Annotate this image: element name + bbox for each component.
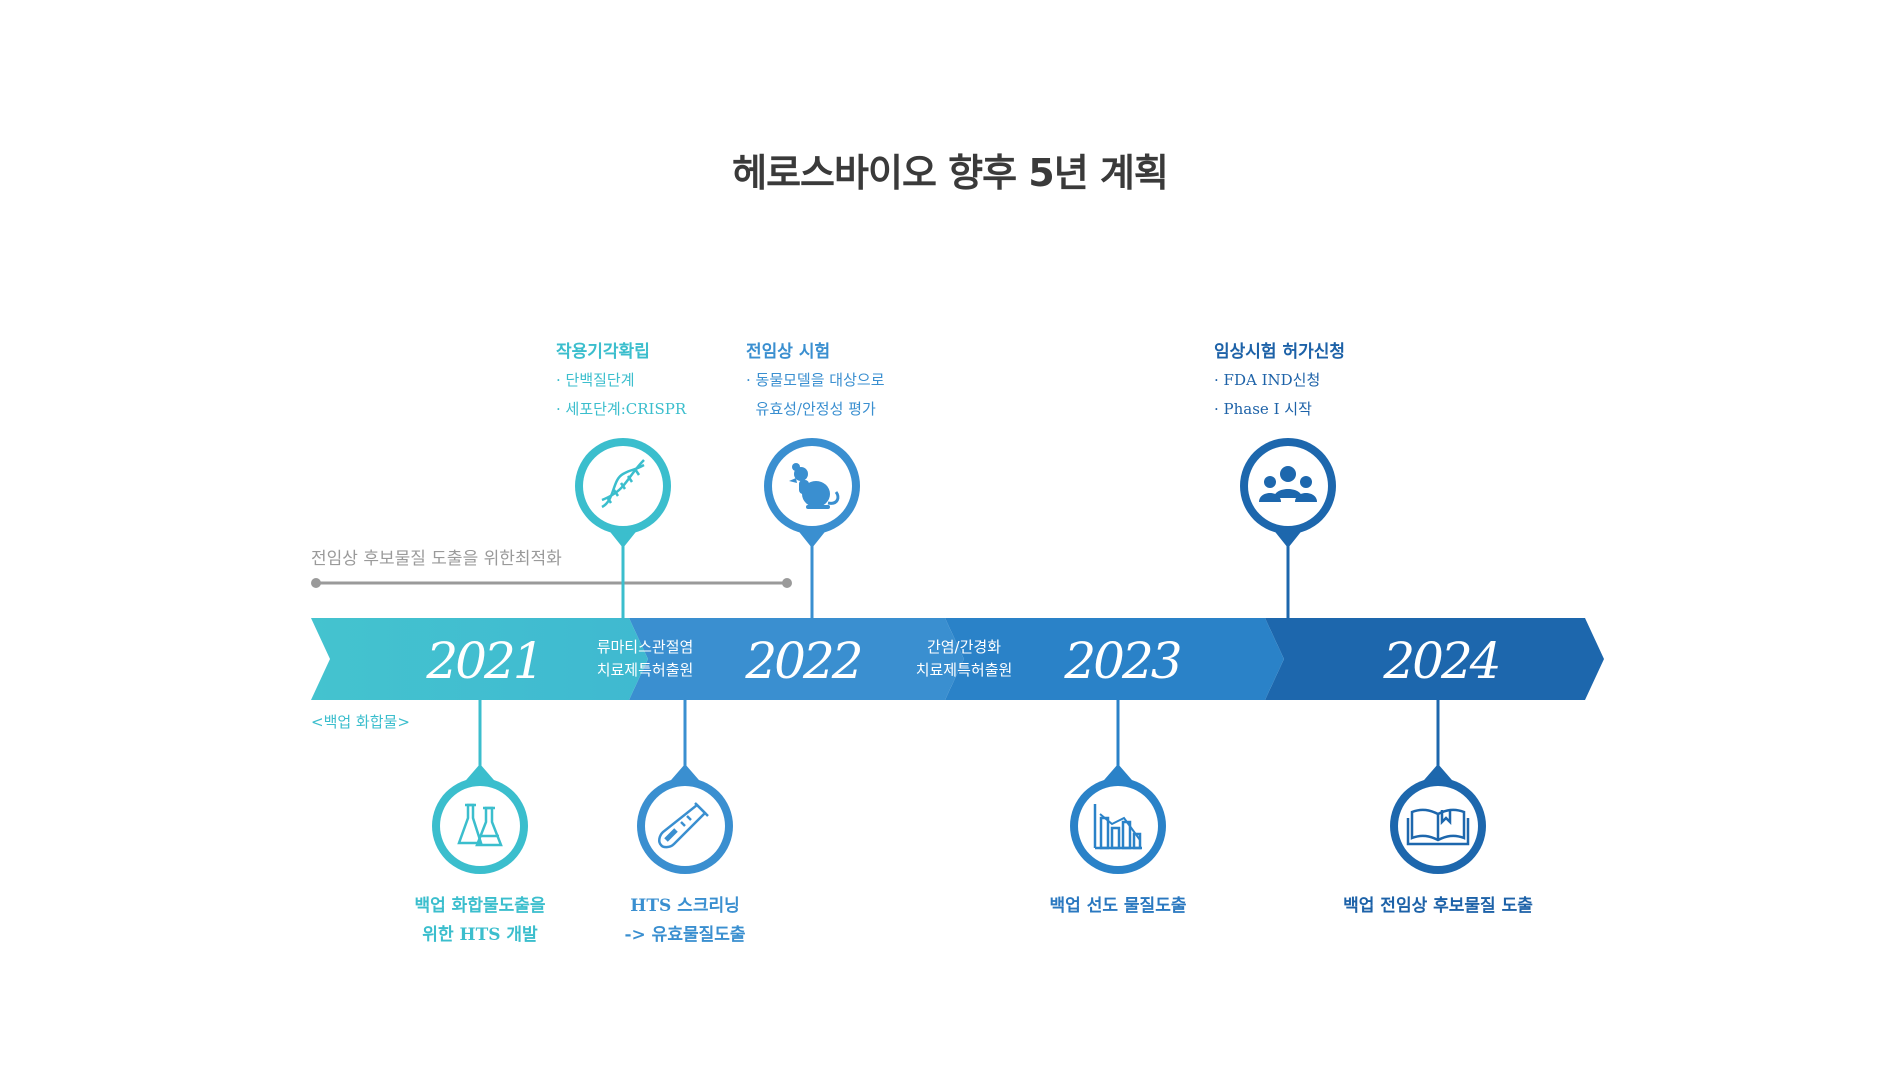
event-hts-screening-line2: -> 유효물질도출: [624, 925, 746, 945]
timeline-segment-2023: [945, 618, 1284, 700]
pin-people: [1240, 438, 1336, 548]
event-hts-dev-line1: 백업 화합물도출을: [414, 896, 546, 916]
test-tube-icon: [658, 802, 709, 849]
dna-icon: [601, 459, 645, 509]
event-ind-detail-1: · FDA IND신청: [1214, 371, 1321, 389]
patent-note-2-line2: 치료제특허출원: [915, 661, 1013, 679]
compound-tag: <백업 화합물>: [311, 713, 410, 731]
event-mechanism: 작용기각확립 · 단백질단계 · 세포단계:CRISPR: [556, 337, 686, 424]
pin-dna: [575, 438, 671, 548]
event-preclinical-detail-2: 유효성/안정성 평가: [746, 400, 876, 418]
patent-note-1-line1: 류마티스관절염: [596, 638, 694, 656]
pin-flasks: [432, 764, 528, 874]
year-2022: 2022: [745, 632, 863, 690]
people-icon: [1259, 466, 1317, 502]
event-preclinical-candidate: 백업 전임상 후보물질 도출: [1343, 892, 1533, 921]
event-preclinical-candidate-line1: 백업 전임상 후보물질 도출: [1343, 896, 1533, 916]
event-hts-screening: HTS 스크리닝 -> 유효물질도출: [624, 892, 745, 950]
event-lead-compound: 백업 선도 물질도출: [1050, 892, 1187, 921]
event-lead-compound-line1: 백업 선도 물질도출: [1049, 896, 1187, 916]
pin-bar-chart: [1070, 764, 1166, 874]
year-2024: 2024: [1383, 632, 1501, 690]
flasks-icon: [457, 803, 503, 847]
mouse-icon: [789, 463, 840, 509]
bar-chart-icon: [1093, 804, 1142, 850]
event-hts-dev: 백업 화합물도출을 위한 HTS 개발: [414, 892, 545, 950]
event-mechanism-detail-2: · 세포단계:CRISPR: [556, 400, 687, 418]
year-2021: 2021: [426, 632, 544, 690]
timeline-segment-2024: [1265, 618, 1604, 700]
timeline-segment-2021: [311, 618, 648, 700]
event-mechanism-detail-1: · 단백질단계: [556, 371, 635, 389]
event-preclinical-detail-1: · 동물모델을 대상으로: [746, 371, 885, 389]
event-hts-dev-line2: 위한 HTS 개발: [422, 925, 538, 945]
event-ind-detail-2: · Phase I 시작: [1214, 400, 1312, 418]
pin-test-tube: [637, 764, 733, 874]
patent-note-1: 류마티스관절염 치료제특허출원: [597, 636, 694, 682]
optimization-label: 전임상 후보물질 도출을 위한최적화: [311, 549, 562, 569]
year-2023: 2023: [1064, 632, 1182, 690]
page-title: 헤로스바이오 향후 5년 계획: [732, 151, 1169, 195]
patent-note-2-line1: 간염/간경화: [926, 638, 1002, 656]
event-preclinical-title: 전임상 시험: [746, 342, 831, 362]
event-ind-title: 임상시험 허가신청: [1214, 342, 1346, 362]
patent-note-1-line2: 치료제특허출원: [596, 661, 694, 679]
timeline-segment-2022: [629, 618, 964, 700]
event-ind: 임상시험 허가신청 · FDA IND신청 · Phase I 시작: [1214, 337, 1345, 424]
patent-note-2: 간염/간경화 치료제특허출원: [916, 636, 1013, 682]
event-mechanism-title: 작용기각확립: [556, 342, 650, 362]
book-icon: [1406, 808, 1470, 846]
optimization-range-line: [311, 578, 792, 588]
event-hts-screening-line1: HTS 스크리닝: [630, 896, 740, 916]
event-preclinical: 전임상 시험 · 동물모델을 대상으로 유효성/안정성 평가: [746, 337, 885, 424]
